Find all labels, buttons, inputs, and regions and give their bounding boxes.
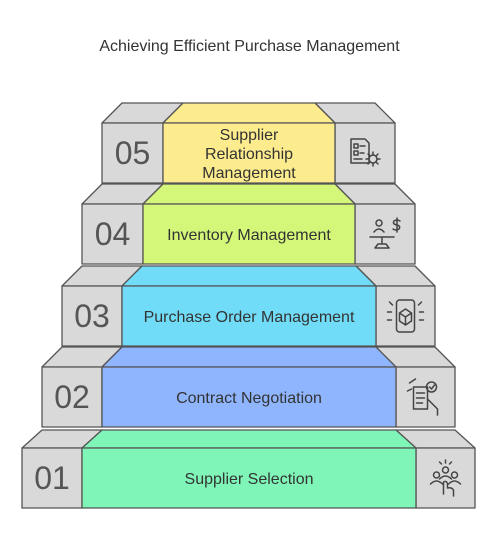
step-center-tread bbox=[142, 183, 356, 205]
step-right-face bbox=[334, 122, 396, 184]
step-right-face bbox=[354, 203, 416, 265]
step-label: Inventory Management bbox=[167, 227, 331, 244]
page-title: Achieving Efficient Purchase Management bbox=[99, 38, 400, 55]
document-gear-icon bbox=[350, 138, 381, 167]
step-center-tread bbox=[81, 429, 417, 449]
step-label: Management bbox=[202, 165, 296, 182]
step-03: 03 Purchase Order Management bbox=[61, 265, 436, 347]
step-04: 04 Inventory Management bbox=[81, 183, 416, 265]
step-01: 01 Supplier Selection bbox=[21, 429, 476, 509]
step-label: Purchase Order Management bbox=[144, 309, 355, 326]
step-label: Relationship bbox=[205, 146, 293, 163]
person-balance-dollar-icon bbox=[369, 217, 401, 249]
step-number: 04 bbox=[95, 216, 131, 252]
step-center-face bbox=[101, 366, 397, 428]
step-label: Contract Negotiation bbox=[176, 390, 322, 407]
step-center-face bbox=[162, 122, 336, 184]
step-right-face bbox=[415, 447, 476, 509]
step-label: Supplier bbox=[220, 127, 279, 144]
step-center-face bbox=[142, 203, 356, 265]
step-center-tread bbox=[162, 102, 336, 124]
step-center-tread bbox=[101, 346, 397, 368]
step-right-face bbox=[395, 366, 456, 428]
step-center-face bbox=[81, 447, 417, 509]
step-number: 05 bbox=[115, 135, 151, 171]
people-selection-icon bbox=[429, 459, 462, 497]
step-center-tread bbox=[121, 265, 377, 287]
step-label: Supplier Selection bbox=[185, 471, 314, 488]
contract-check-icon bbox=[406, 378, 439, 416]
step-center-face bbox=[121, 285, 377, 347]
step-02: 02 Contract Negotiation bbox=[41, 346, 456, 428]
step-number: 02 bbox=[54, 379, 90, 415]
step-number: 03 bbox=[74, 298, 110, 334]
mobile-package-icon bbox=[386, 299, 425, 333]
step-number: 01 bbox=[34, 460, 70, 496]
step-right-face bbox=[375, 285, 436, 347]
